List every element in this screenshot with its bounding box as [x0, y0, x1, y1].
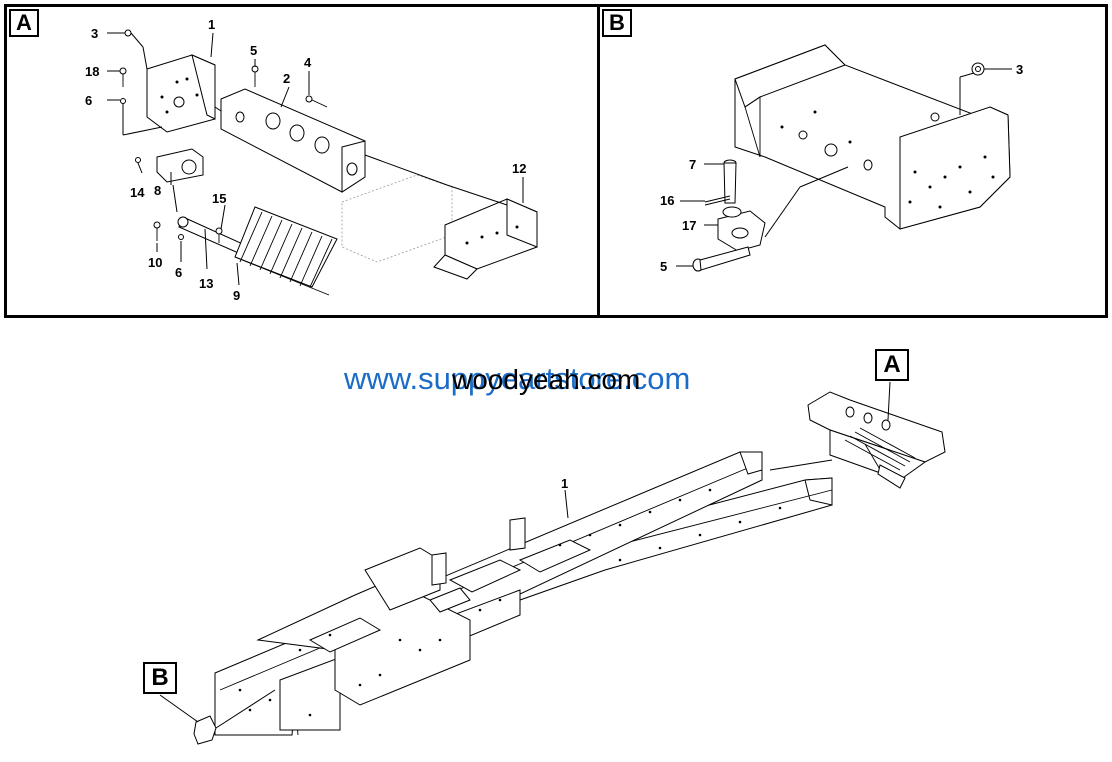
callout-a-15: 15	[212, 191, 226, 206]
leader-lines	[676, 68, 1012, 267]
callout-a-6: 6	[85, 93, 92, 108]
callout-a-5: 5	[250, 43, 257, 58]
detail-b-tag: B	[602, 9, 632, 37]
callout-a-9: 9	[233, 288, 240, 303]
cross-members	[308, 451, 763, 653]
callout-overview-1: 1	[561, 476, 568, 491]
callout-a-3: 3	[91, 26, 98, 41]
right-side-rail	[517, 477, 833, 601]
callout-a-12: 12	[512, 161, 526, 176]
detail-a-panel: A	[4, 4, 600, 318]
split-pin	[704, 195, 731, 206]
pin	[723, 159, 737, 204]
inner-rail	[279, 589, 521, 731]
callout-b-17: 17	[682, 218, 696, 233]
overview-tow-bracket	[159, 689, 276, 745]
overview-rear-assembly	[807, 391, 946, 489]
left-side-rail	[214, 451, 763, 736]
ghost-plate	[341, 174, 453, 263]
callout-a-18: 18	[85, 64, 99, 79]
callout-a-14: 14	[130, 185, 145, 200]
overview-tag-a: A	[875, 349, 909, 381]
detail-a-tag: A	[9, 9, 39, 37]
callout-b-3: 3	[1016, 62, 1023, 77]
nut	[971, 62, 985, 76]
detail-b-drawing: 3 7 16 17 5	[660, 44, 1023, 274]
reinforcement-plates	[256, 547, 471, 706]
detail-a-drawing: 3 1 5 4 2 18 6 14 8 15 12 10 6 13 9	[85, 17, 538, 303]
bolt	[692, 246, 751, 272]
upper-bracket	[146, 54, 216, 133]
detail-b-panel: B	[597, 4, 1108, 318]
callout-b-7: 7	[689, 157, 696, 172]
callout-a-8: 8	[154, 183, 161, 198]
link-bar	[177, 216, 246, 256]
callout-a-6b: 6	[175, 265, 182, 280]
callout-a-13: 13	[199, 276, 213, 291]
hook-part	[156, 148, 204, 183]
watermark-black: woodyeah.com	[452, 364, 641, 395]
callout-a-10: 10	[148, 255, 162, 270]
towing-bracket	[717, 206, 766, 252]
overview-tag-b: B	[143, 662, 177, 694]
frame-end-member	[734, 44, 1011, 230]
cross-member	[220, 88, 366, 193]
leader-lines	[107, 32, 524, 286]
callout-a-4: 4	[304, 55, 312, 70]
step-grate	[234, 206, 338, 296]
watermark-blue: www.suppyeartstore.com	[344, 361, 691, 396]
hole-pattern	[238, 488, 782, 717]
callout-a-1: 1	[208, 17, 215, 32]
callout-a-2: 2	[283, 71, 290, 86]
callout-b-16: 16	[660, 193, 674, 208]
rear-bracket	[433, 198, 538, 280]
callout-b-5: 5	[660, 259, 667, 274]
